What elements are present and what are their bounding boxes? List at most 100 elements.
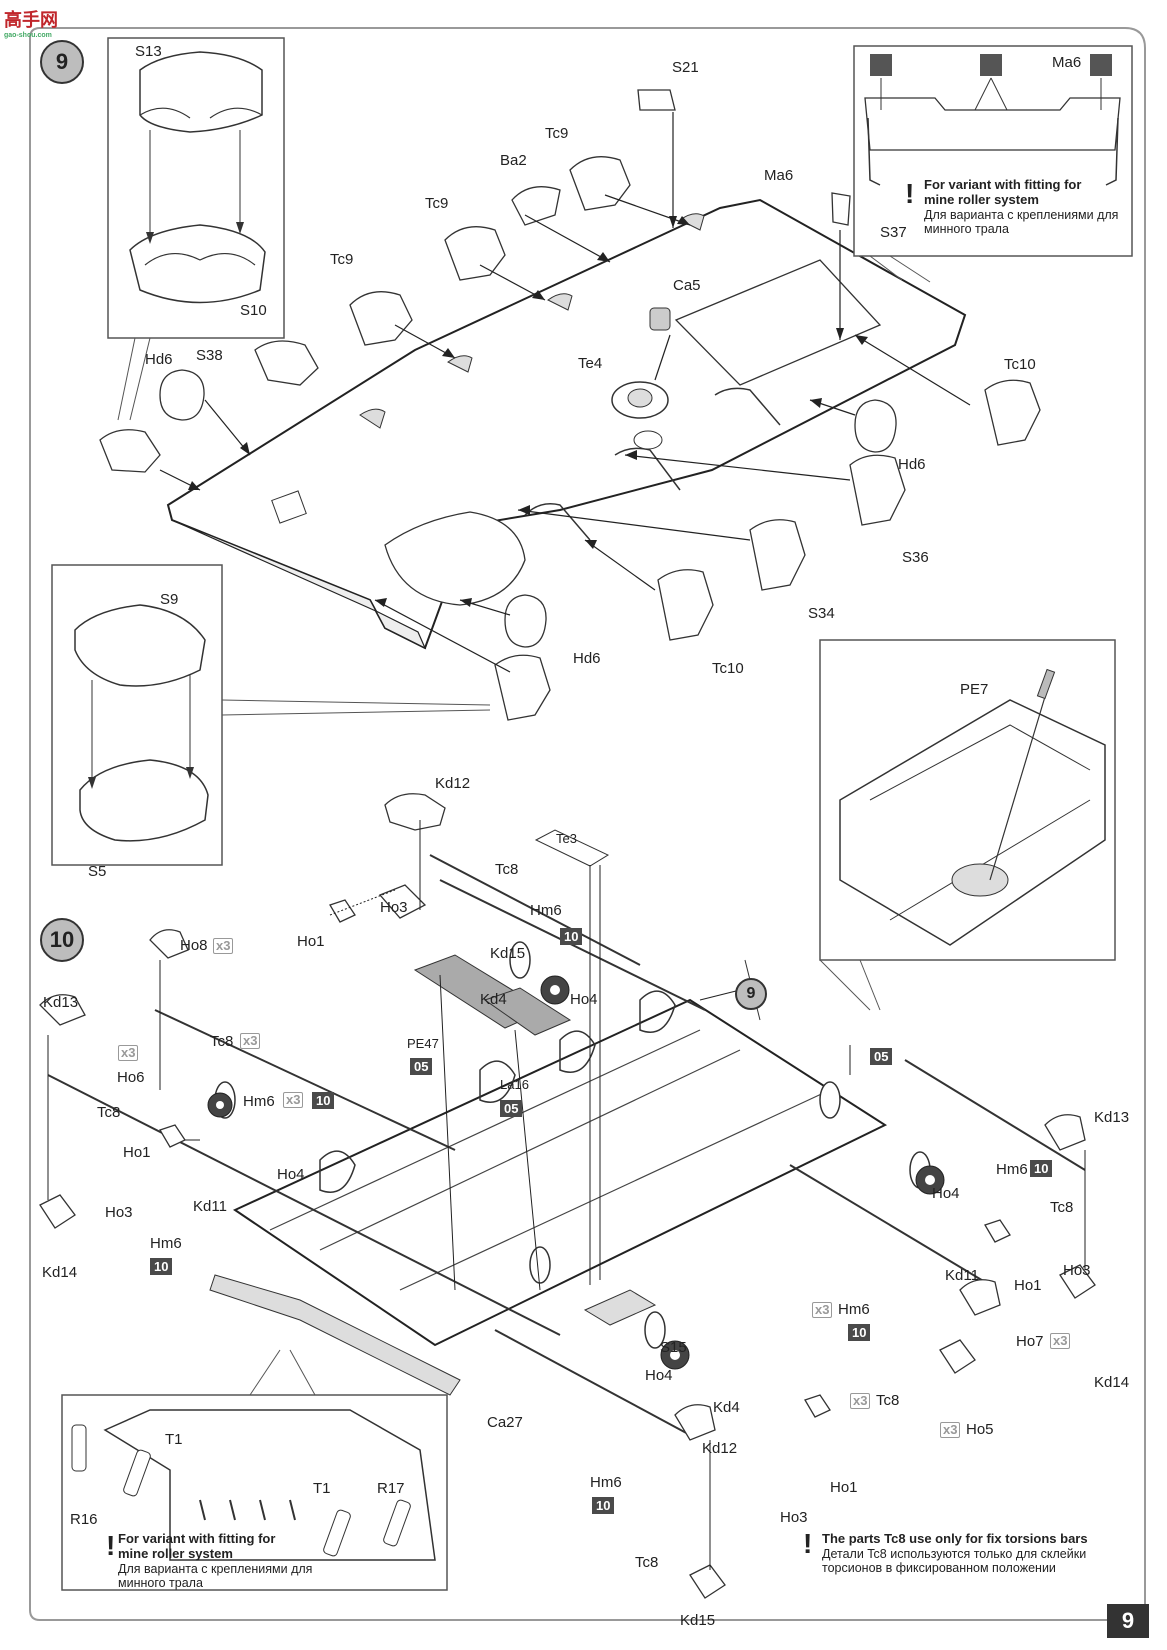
tag-box: 10 — [592, 1497, 615, 1514]
part-label: Ho4 — [645, 1367, 673, 1384]
warning-icon: ! — [803, 1528, 813, 1559]
quantity-badge: x3 — [213, 938, 234, 954]
warning-icon: ! — [905, 178, 915, 209]
part-label: Ma6 — [764, 167, 794, 184]
tag-box: 10 — [560, 928, 583, 945]
part-label: Tc8 — [876, 1392, 900, 1409]
part-label: S37 — [880, 224, 907, 241]
part-label: Ma6 — [1052, 54, 1082, 71]
part-label: S15 — [660, 1339, 687, 1356]
part-label: PE47 — [407, 1036, 439, 1051]
part-label: Ba2 — [500, 152, 527, 169]
part-label: Kd15 — [490, 945, 526, 962]
quantity-badge: x3 — [850, 1393, 871, 1409]
part-label: Tc8 — [495, 861, 519, 878]
part-label: Tc8 — [635, 1554, 659, 1571]
quantity-badge: x3 — [118, 1045, 139, 1061]
part-label: Ho3 — [105, 1204, 133, 1221]
part-label: Kd14 — [1094, 1374, 1130, 1391]
part-label: Ho6 — [117, 1069, 145, 1086]
part-label: Hm6 — [996, 1161, 1028, 1178]
part-label: Hm6 — [150, 1235, 182, 1252]
part-label: Ho3 — [380, 899, 408, 916]
tag-box: 10 — [312, 1092, 335, 1109]
part-label: R16 — [70, 1511, 98, 1528]
part-label: Hd6 — [145, 351, 173, 368]
part-label: Hm6 — [838, 1301, 870, 1318]
part-label: Kd14 — [42, 1264, 78, 1281]
part-label: S10 — [240, 302, 267, 319]
part-label: T1 — [165, 1431, 183, 1448]
part-label: Kd4 — [713, 1399, 740, 1416]
part-label: Te3 — [556, 831, 577, 846]
part-label: S21 — [672, 59, 699, 76]
step-9-reference: 9 — [735, 978, 767, 1010]
step-10-badge: 10 — [40, 918, 84, 962]
part-label: T1 — [313, 1480, 331, 1497]
part-label: Ho4 — [570, 991, 598, 1008]
tag-box: 05 — [870, 1048, 893, 1065]
part-label: Hm6 — [530, 902, 562, 919]
part-label: Ho1 — [1014, 1277, 1042, 1294]
quantity-badge: x3 — [240, 1033, 261, 1049]
part-label: Kd13 — [43, 994, 79, 1011]
part-label: Kd11 — [193, 1198, 227, 1215]
part-label: Ho4 — [932, 1185, 960, 1202]
part-label: Tc9 — [425, 195, 449, 212]
part-label: Tc9 — [330, 251, 354, 268]
mine-roller-note: For variant with fitting for mine roller… — [118, 1531, 313, 1591]
part-label: S36 — [902, 549, 929, 566]
tag-box: 05 — [500, 1100, 523, 1117]
part-label: S38 — [196, 347, 223, 364]
part-label: Ho7 — [1016, 1333, 1044, 1350]
part-label: Te4 — [578, 355, 603, 372]
part-label: R17 — [377, 1480, 405, 1497]
part-label: Hm6 — [243, 1093, 275, 1110]
part-label: Kd15 — [680, 1612, 716, 1629]
quantity-badge: x3 — [812, 1302, 833, 1318]
part-label: Kd12 — [435, 775, 471, 792]
part-label: Tc10 — [1004, 356, 1036, 373]
page-number: 9 — [1107, 1604, 1149, 1638]
part-label: Ca5 — [673, 277, 701, 294]
step-9-badge: 9 — [40, 40, 84, 84]
part-label: Tc8 — [1050, 1199, 1074, 1216]
part-label: La16 — [500, 1077, 529, 1092]
warning-icon: ! — [106, 1530, 116, 1561]
part-label: Ho8 — [180, 937, 208, 954]
part-label: Tc8 — [210, 1033, 234, 1050]
part-label: S9 — [160, 591, 179, 608]
quantity-badge: x3 — [283, 1092, 304, 1108]
part-label: Hm6 — [590, 1474, 622, 1491]
quantity-badge: x3 — [1050, 1333, 1071, 1349]
part-label: S13 — [135, 43, 162, 60]
tag-box: 05 — [410, 1058, 433, 1075]
part-label: Ho3 — [1063, 1262, 1091, 1279]
tc8-note: The parts Tc8 use only for fix torsions … — [822, 1531, 1088, 1576]
part-label: Hd6 — [573, 650, 601, 667]
part-label: S34 — [808, 605, 835, 622]
part-label: Ho5 — [966, 1421, 994, 1438]
quantity-badge: x3 — [940, 1422, 961, 1438]
part-label: Kd12 — [702, 1440, 738, 1457]
part-label: Ho1 — [830, 1479, 858, 1496]
part-label: Tc10 — [712, 660, 744, 677]
part-label: Ca27 — [487, 1414, 523, 1431]
part-label: S5 — [88, 863, 107, 880]
mine-roller-note: For variant with fitting for mine roller… — [924, 177, 1119, 237]
tag-box: 10 — [1030, 1160, 1053, 1177]
part-label: Ho1 — [123, 1144, 151, 1161]
part-label: Ho3 — [780, 1509, 808, 1526]
part-label: Kd13 — [1094, 1109, 1130, 1126]
part-label: Ho1 — [297, 933, 325, 950]
part-label: Kd11 — [945, 1267, 979, 1284]
part-label: Hd6 — [898, 456, 926, 473]
part-label: Tc9 — [545, 125, 569, 142]
part-label: Ho4 — [277, 1166, 305, 1183]
part-label: Kd4 — [480, 991, 507, 1008]
tag-box: 10 — [150, 1258, 173, 1275]
part-label: Tc8 — [97, 1104, 121, 1121]
tag-box: 10 — [848, 1324, 871, 1341]
